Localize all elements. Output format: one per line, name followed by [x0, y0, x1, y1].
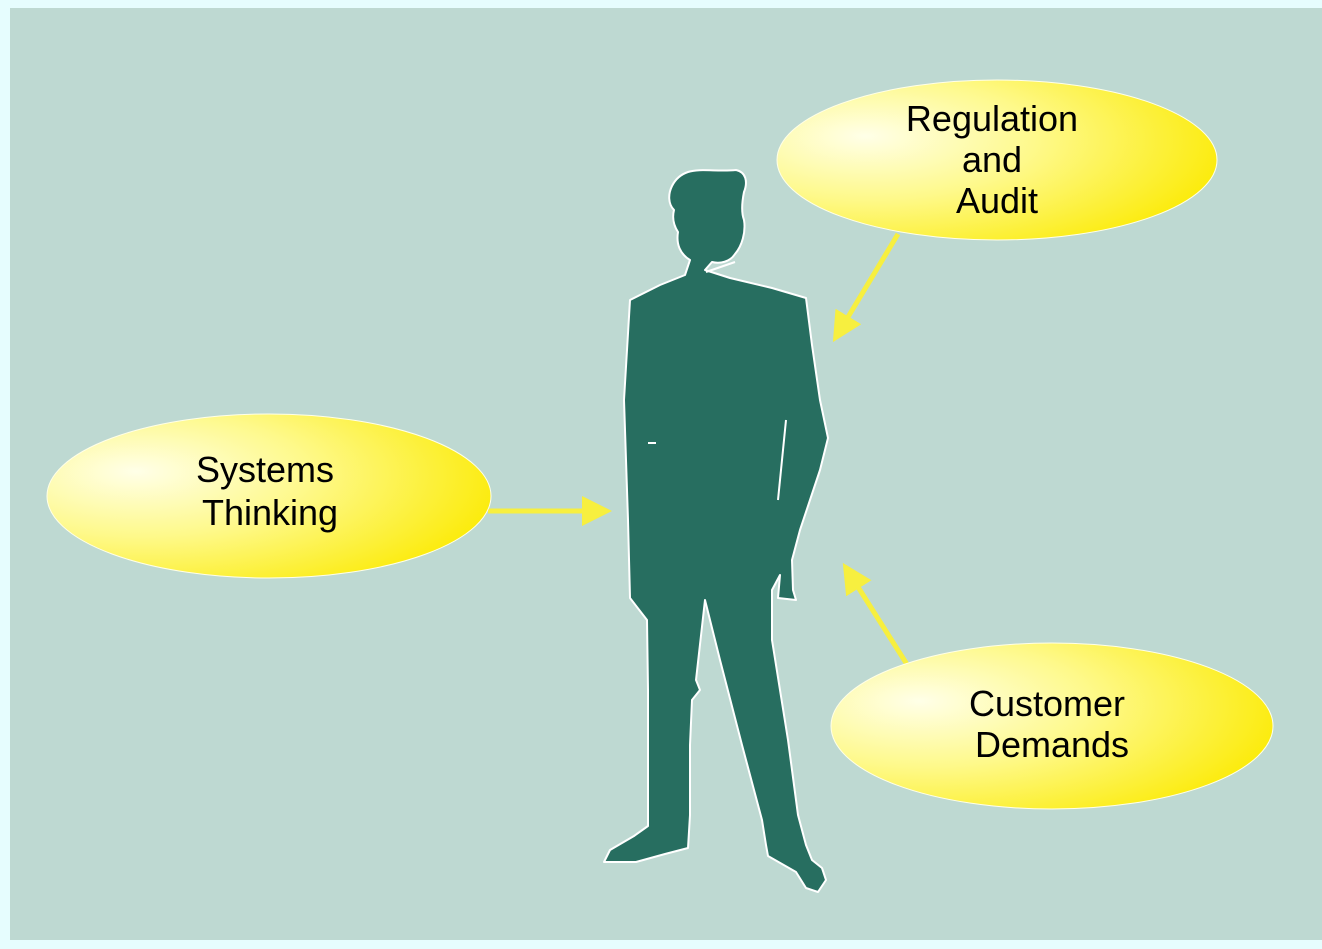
person-body — [603, 169, 829, 893]
arrow-regulation-and-audit — [832, 232, 901, 343]
bubble-label-line: Demands — [975, 724, 1129, 765]
bubble-label: Customer Demands — [969, 683, 1135, 765]
bubble-shape — [830, 642, 1274, 810]
person-collar-line — [705, 261, 736, 273]
bubble-shape — [46, 413, 492, 579]
arrow-customer-demands — [842, 562, 911, 668]
person-silhouette-icon — [603, 169, 829, 893]
bubble-regulation-and-audit: Regulation and Audit — [776, 79, 1218, 241]
bubble-systems-thinking: Systems Thinking — [46, 413, 492, 579]
bubble-label-line: Customer — [969, 683, 1125, 724]
bubble-label-line: Regulation — [906, 98, 1078, 139]
bubble-label-line: Thinking — [202, 492, 338, 533]
bubble-label: Systems Thinking — [196, 449, 344, 533]
bubble-label-line: Systems — [196, 449, 334, 490]
bubble-shape — [776, 79, 1218, 241]
person-arm-line — [777, 419, 787, 501]
bubble-label-line: Audit — [956, 180, 1038, 221]
bubble-label-line: and — [962, 139, 1022, 180]
bubble-label: Regulation and Audit — [906, 98, 1088, 221]
bubble-customer-demands: Customer Demands — [830, 642, 1274, 810]
